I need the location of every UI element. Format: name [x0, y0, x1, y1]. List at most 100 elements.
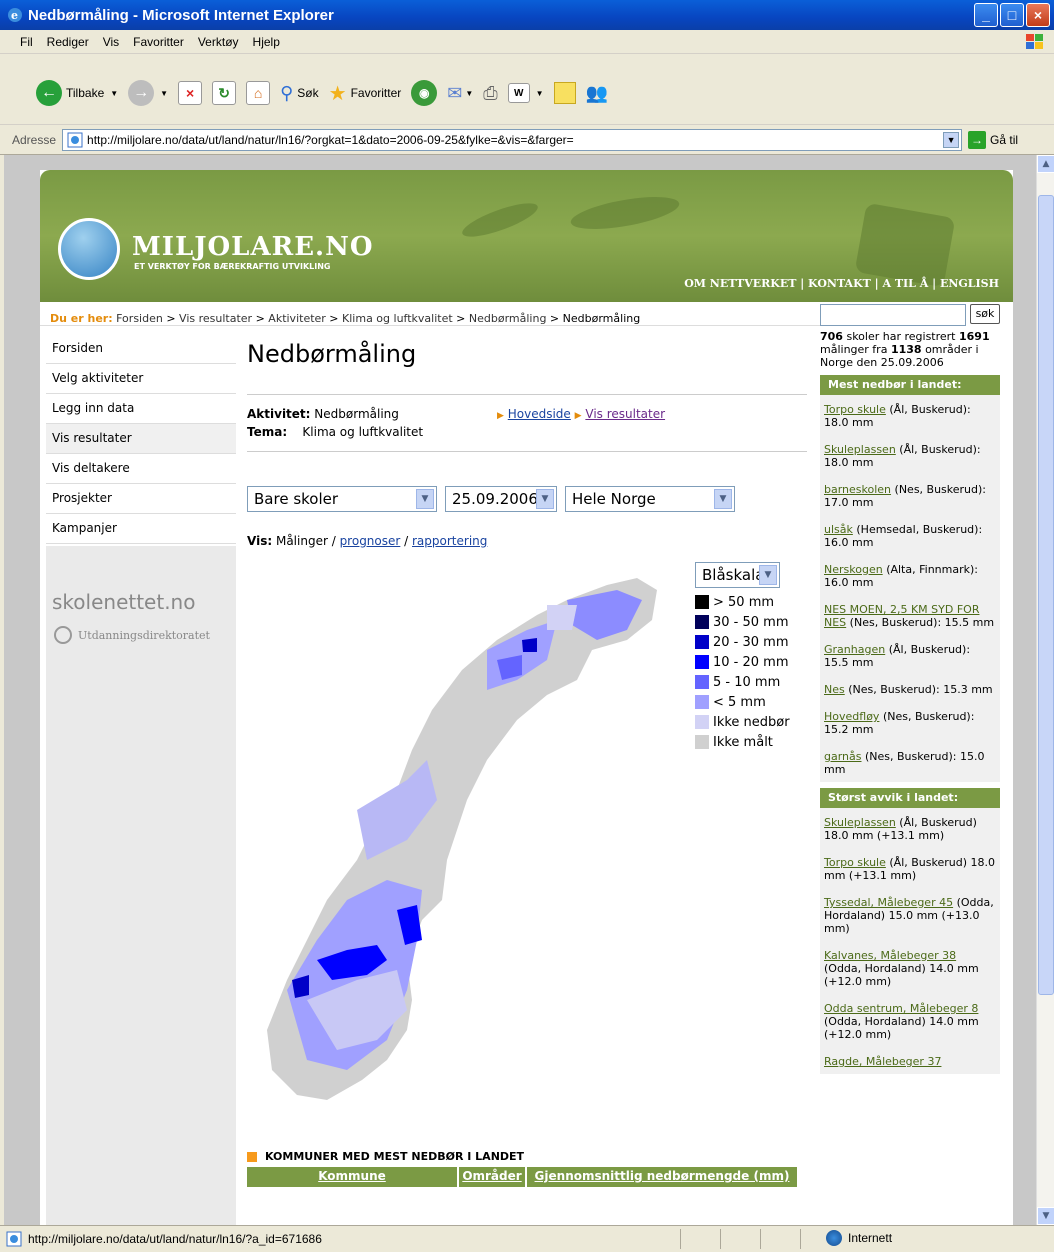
divider [247, 394, 807, 395]
skolenettet-logo[interactable]: skolenettet.no [52, 590, 196, 614]
search-button[interactable]: ⚲ Søk [280, 83, 319, 104]
nav-item-vis-resultater[interactable]: Vis resultater [46, 424, 236, 454]
globe-icon [826, 1230, 842, 1246]
bird-decoration [568, 190, 682, 236]
ranking-link[interactable]: Nes [824, 683, 845, 696]
favorites-button[interactable]: ★ Favoritter [329, 81, 402, 106]
toolbar: ← Tilbake ▼ → ▼ × ↻ ⌂ ⚲ Søk ★ Favoritter… [0, 55, 1054, 125]
messenger-icon[interactable]: 👥 [585, 82, 609, 103]
status-separator [800, 1229, 801, 1249]
breadcrumb-link[interactable]: Klima og luftkvalitet [342, 312, 453, 325]
ranking-link[interactable]: Granhagen [824, 643, 886, 656]
ranking-link[interactable]: Torpo skule [824, 856, 886, 869]
mail-icon[interactable]: ✉ [447, 82, 463, 103]
hovedside-link[interactable]: Hovedside [507, 407, 571, 421]
breadcrumb-link[interactable]: Nedbørmåling [468, 312, 547, 325]
legend-item: 5 - 10 mm [695, 672, 790, 692]
ranking-link[interactable]: garnås [824, 750, 862, 763]
window-title-bar[interactable]: e Nedbørmåling - Microsoft Internet Expl… [0, 0, 1054, 30]
back-dropdown-icon[interactable]: ▼ [110, 88, 119, 98]
address-input[interactable]: http://miljolare.no/data/ut/land/natur/l… [62, 128, 963, 151]
nav-item-forsiden[interactable]: Forsiden [46, 334, 236, 364]
nav-item-legg-inn-data[interactable]: Legg inn data [46, 394, 236, 424]
breadcrumb-link[interactable]: Aktiviteter [268, 312, 326, 325]
top-nav[interactable]: OM NETTVERKET | KONTAKT | A TIL Å | ENGL… [684, 277, 999, 290]
close-button[interactable]: × [1026, 3, 1050, 27]
forward-dropdown-icon[interactable]: ▼ [160, 88, 169, 98]
site-search-button[interactable]: søk [970, 304, 1000, 324]
most-heading: Mest nedbør i landet: [820, 375, 1000, 395]
svg-text:e: e [11, 9, 18, 22]
menu-hjelp[interactable]: Hjelp [252, 34, 280, 49]
menu-fil[interactable]: Fil [20, 34, 33, 49]
nav-item-velg-aktiviteter[interactable]: Velg aktiviteter [46, 364, 236, 394]
stats-summary: 706 skoler har registrert 1691 målinger … [820, 330, 1000, 369]
ranking-link[interactable]: Tyssedal, Målebeger 45 [824, 896, 954, 909]
ranking-link[interactable]: Hovedfløy [824, 710, 880, 723]
minimize-button[interactable]: _ [974, 3, 998, 27]
word-edit-icon[interactable]: W [507, 83, 530, 103]
udir-logo[interactable]: Utdanningsdirektoratet [54, 626, 210, 644]
nav-item-kampanjer[interactable]: Kampanjer [46, 514, 236, 544]
region-select[interactable]: Hele Norge▼ [565, 486, 735, 512]
menu-favoritter[interactable]: Favoritter [133, 34, 184, 49]
go-arrow-icon[interactable]: → [968, 130, 987, 149]
map-region-20-30 [522, 638, 537, 652]
ranking-link[interactable]: Ragde, Målebeger 37 [824, 1055, 942, 1068]
go-button[interactable]: Gå til [990, 132, 1019, 147]
prognoser-link[interactable]: prognoser [339, 534, 401, 548]
stat-measurements: 1691 [959, 330, 990, 343]
nav-item-vis-deltakere[interactable]: Vis deltakere [46, 454, 236, 484]
site-search-input[interactable] [820, 304, 966, 326]
forward-arrow-icon: → [128, 80, 155, 106]
nav-item-prosjekter[interactable]: Prosjekter [46, 484, 236, 514]
scroll-down-icon[interactable]: ▼ [1037, 1207, 1054, 1225]
vertical-scrollbar[interactable]: ▲ ▼ [1036, 155, 1054, 1225]
maximize-button[interactable]: □ [1000, 3, 1024, 27]
breadcrumb-link[interactable]: Forsiden [116, 312, 163, 325]
date-select[interactable]: 25.09.2006▼ [445, 486, 557, 512]
menu-verktoy[interactable]: Verktøy [197, 34, 239, 49]
media-icon[interactable]: ◉ [411, 80, 438, 106]
back-button[interactable]: ← Tilbake ▼ [36, 80, 118, 106]
org-select[interactable]: Bare skoler▼ [247, 486, 437, 512]
site-logo-text[interactable]: MILJOLARE.NO [132, 232, 374, 262]
refresh-icon[interactable]: ↻ [212, 81, 237, 105]
ranking-detail: (Nes, Buskerud): 17.0 mm [824, 483, 987, 509]
ranking-link[interactable]: Skuleplassen [824, 816, 896, 829]
forward-button[interactable]: → ▼ [128, 80, 168, 106]
norway-precipitation-map[interactable] [247, 560, 687, 1140]
ranking-item: Kalvanes, Målebeger 38 (Odda, Hordaland)… [820, 941, 1000, 994]
scroll-thumb[interactable] [1038, 195, 1054, 995]
notes-icon[interactable] [553, 82, 576, 104]
ranking-link[interactable]: NES MOEN, 2,5 KM SYD FOR NES [824, 603, 980, 629]
ranking-link[interactable]: Odda sentrum, Målebeger 8 [824, 1002, 979, 1015]
site-logo-icon[interactable] [58, 218, 120, 280]
scroll-up-icon[interactable]: ▲ [1037, 155, 1054, 173]
search-icon: ⚲ [280, 82, 294, 103]
home-icon[interactable]: ⌂ [246, 81, 271, 105]
address-url: http://miljolare.no/data/ut/land/natur/l… [87, 132, 574, 147]
ranking-link[interactable]: ulsåk [824, 523, 853, 536]
col-kommune[interactable]: Kommune [247, 1167, 457, 1187]
stop-icon[interactable]: × [178, 81, 203, 105]
vis-resultater-link[interactable]: Vis resultater [585, 407, 666, 421]
ranking-link[interactable]: Kalvanes, Målebeger 38 [824, 949, 957, 962]
breadcrumb-link[interactable]: Vis resultater [179, 312, 253, 325]
vis-label: Vis: [247, 534, 273, 548]
print-icon[interactable]: ⎙ [483, 82, 498, 103]
map-region-pale [307, 970, 407, 1050]
menu-vis[interactable]: Vis [102, 34, 120, 49]
color-scale-select[interactable]: Blåskala▼ [695, 562, 780, 588]
status-separator [760, 1229, 761, 1249]
rapportering-link[interactable]: rapportering [412, 534, 488, 548]
ranking-link[interactable]: Nerskogen [824, 563, 883, 576]
ranking-link[interactable]: Skuleplassen [824, 443, 896, 456]
col-omrader[interactable]: Områder [459, 1167, 525, 1187]
menu-rediger[interactable]: Rediger [46, 34, 89, 49]
address-dropdown-icon[interactable]: ▼ [943, 131, 960, 148]
ranking-link[interactable]: Torpo skule [824, 403, 886, 416]
col-nedbor[interactable]: Gjennomsnittlig nedbørmengde (mm) [527, 1167, 797, 1187]
ranking-link[interactable]: barneskolen [824, 483, 892, 496]
